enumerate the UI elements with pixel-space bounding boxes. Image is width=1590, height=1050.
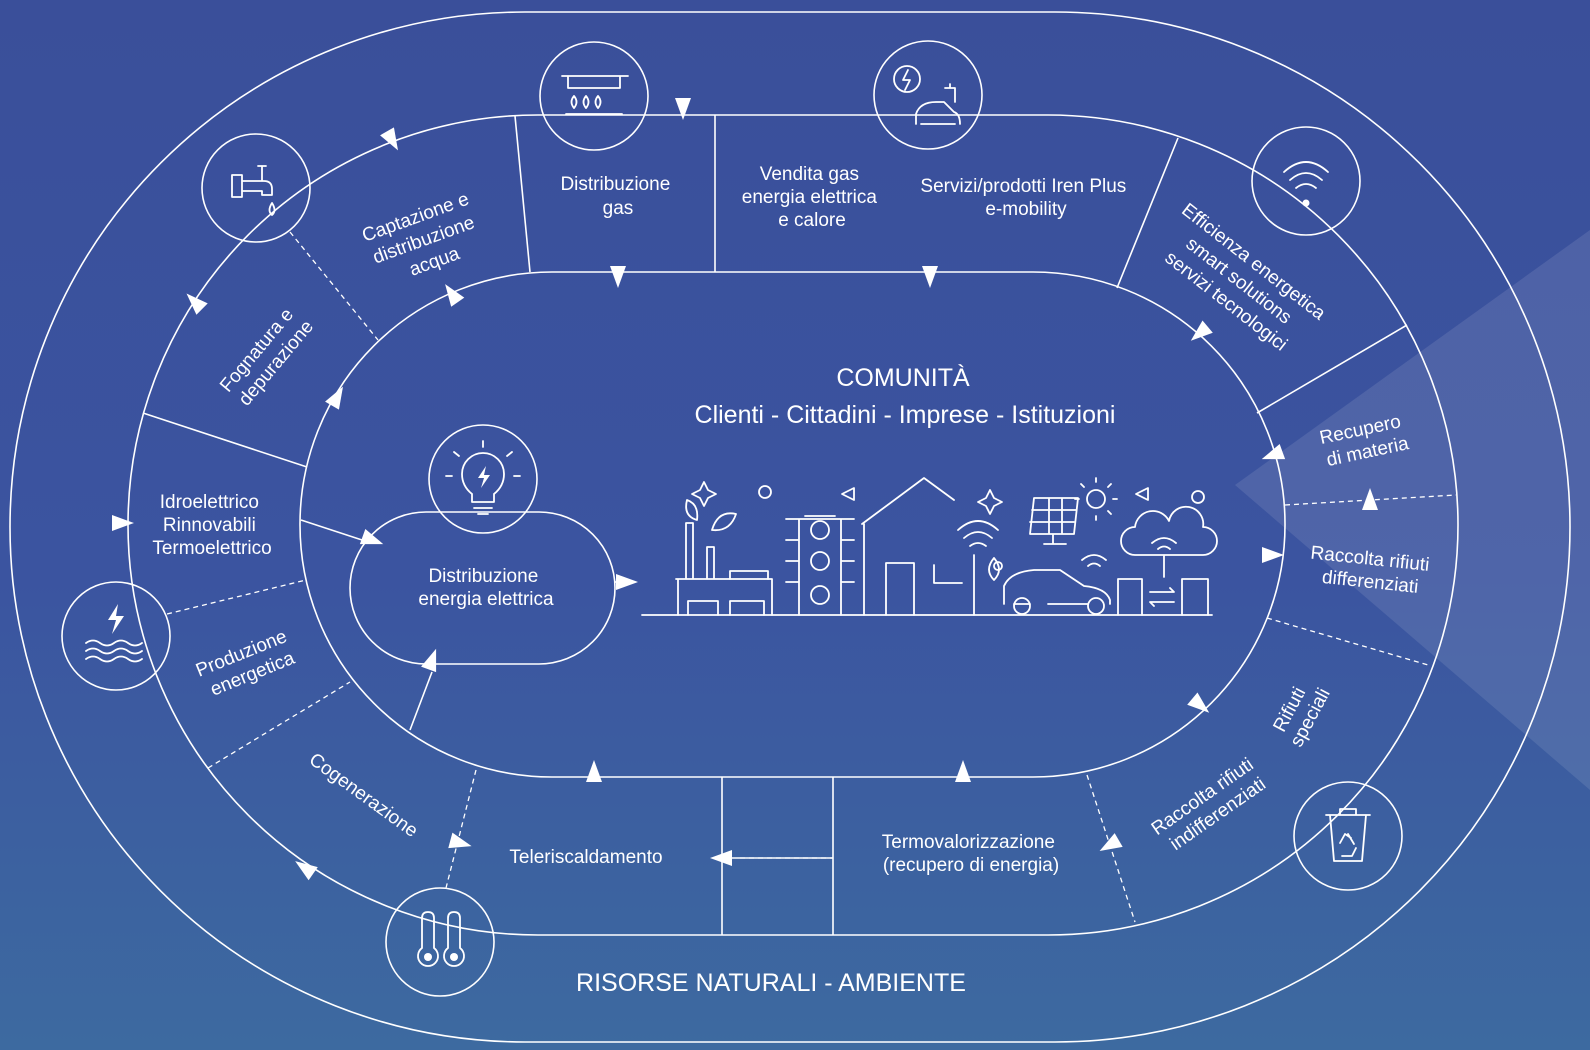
bottom-label: RISORSE NATURALI - AMBIENTE bbox=[576, 969, 966, 997]
label-fognatura: Fognatura e depurazione bbox=[216, 300, 319, 411]
flow-arrows bbox=[112, 98, 1378, 881]
city-icon bbox=[641, 477, 1218, 616]
electric-loop bbox=[349, 511, 616, 665]
label-rifiuti-speciali: Rifiuti speciali bbox=[1267, 675, 1335, 751]
label-distribuzione-ee: Distribuzione energia elettrica bbox=[418, 566, 554, 610]
lightbulb-icon bbox=[428, 424, 538, 534]
label-produzione: Produzione energetica bbox=[193, 624, 304, 703]
label-efficienza: Efficienza energetica smart solutions se… bbox=[1148, 200, 1333, 366]
energy-car-icon bbox=[873, 40, 983, 150]
label-captazione: Captazione e distribuzione acqua bbox=[359, 187, 493, 292]
recycle-bin-icon bbox=[1293, 781, 1403, 891]
label-vendita: Vendita gas energia elettrica e calore bbox=[742, 164, 882, 231]
water-tap-icon bbox=[201, 133, 311, 243]
gas-burner-icon bbox=[539, 41, 649, 151]
center-subtitle: Clienti - Cittadini - Imprese - Istituzi… bbox=[695, 401, 1116, 429]
center-title: COMUNITÀ bbox=[836, 363, 970, 392]
label-servizi: Servizi/prodotti Iren Plus e-mobility bbox=[920, 176, 1131, 220]
label-teleriscaldamento: Teleriscaldamento bbox=[509, 847, 662, 868]
inner-ring bbox=[299, 271, 1286, 778]
wifi-icon bbox=[1251, 126, 1361, 236]
outer-ring bbox=[9, 11, 1571, 1043]
hydro-power-icon bbox=[61, 581, 171, 691]
label-termovalorizzazione: Termovalorizzazione (recupero di energia… bbox=[882, 832, 1060, 876]
thermometer-icon bbox=[385, 887, 495, 997]
light-beam bbox=[1235, 230, 1590, 790]
label-raccolta-indifferenziati: Raccolta rifiuti indifferenziati bbox=[1148, 751, 1275, 859]
middle-ring bbox=[127, 114, 1459, 936]
label-idroelettrico: Idroelettrico Rinnovabili Termoelettrico bbox=[152, 492, 271, 559]
label-cogenerazione: Cogenerazione bbox=[305, 749, 422, 842]
label-distribuzione-gas: Distribuzione gas bbox=[560, 174, 675, 219]
